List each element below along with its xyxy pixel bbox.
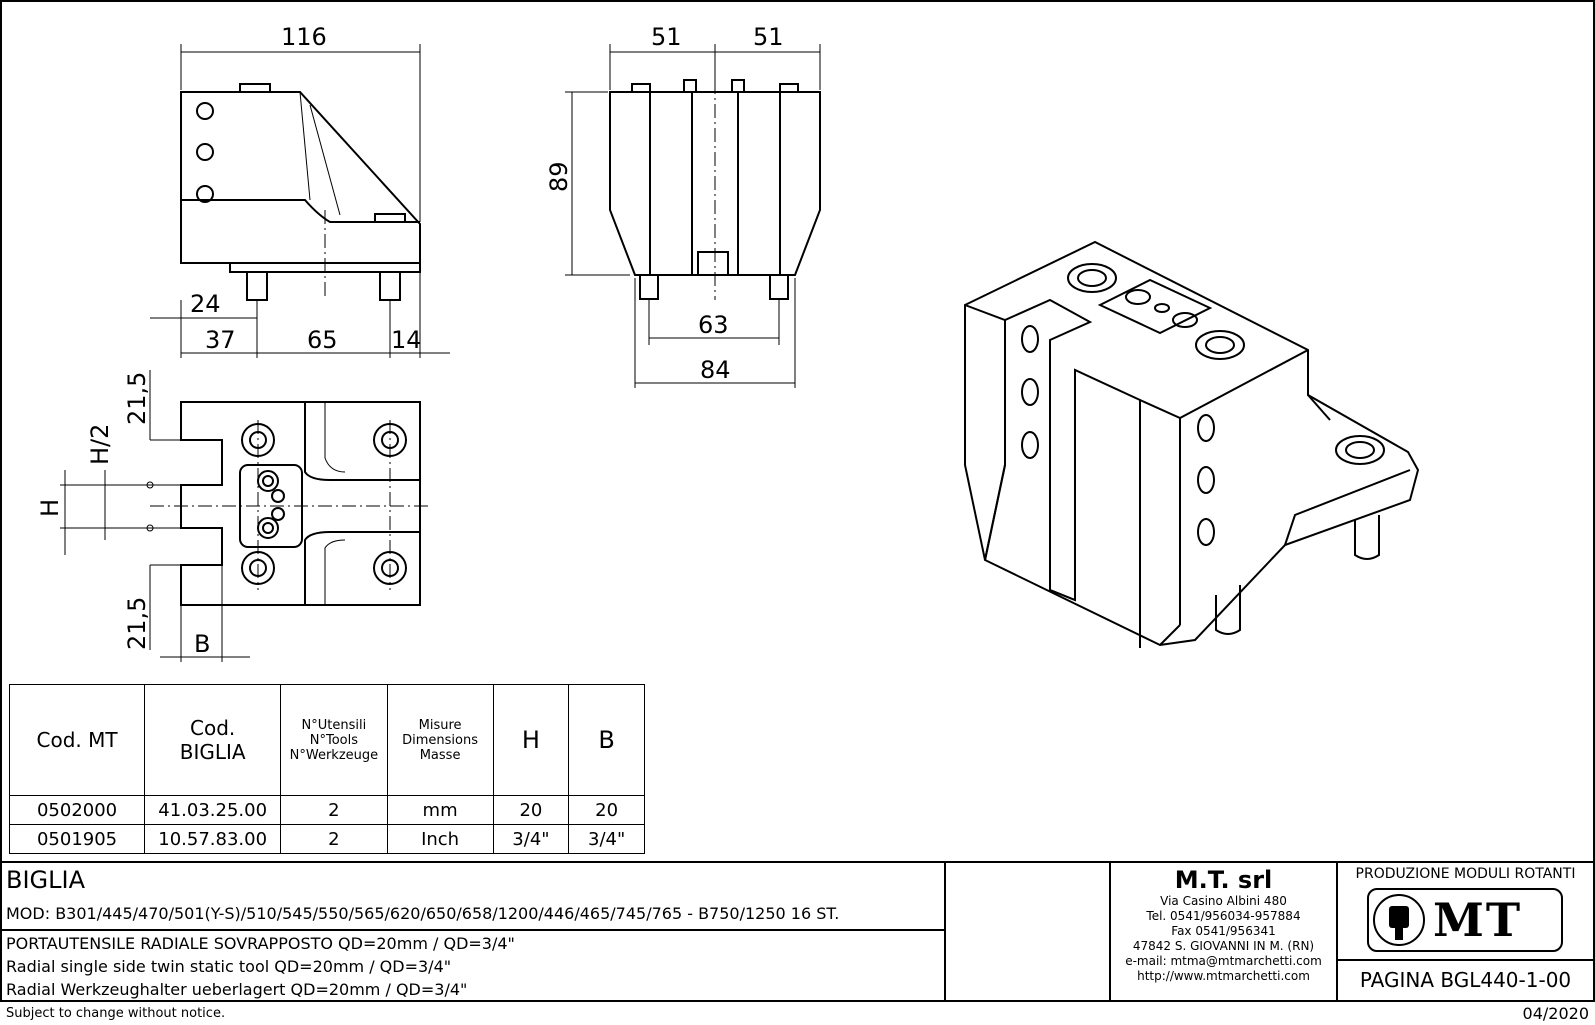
brand-name: BIGLIA: [6, 866, 86, 894]
cell-cod-biglia: 41.03.25.00: [144, 795, 282, 825]
dim-89: 89: [545, 161, 573, 192]
header-tools: N°Utensili N°Tools N°Werkzeuge: [280, 684, 388, 796]
model-list: MOD: B301/445/470/501(Y-S)/510/545/550/5…: [6, 904, 840, 923]
description-it: PORTAUTENSILE RADIALE SOVRAPPOSTO QD=20m…: [6, 934, 515, 953]
header-b: B: [568, 684, 645, 796]
table-header-row: Cod. MT Cod. BIGLIA N°Utensili N°Tools N…: [8, 684, 645, 796]
dim-h: H: [36, 499, 64, 517]
header-h: H: [492, 684, 570, 796]
front-view: 51 51 89 63 84: [545, 23, 821, 388]
footer-notice: Subject to change without notice.: [6, 1006, 226, 1021]
dim-21-5-top: 21,5: [123, 372, 151, 425]
cell-h: 20: [492, 795, 570, 825]
logo-text: MT: [1433, 893, 1523, 947]
isometric-view: [964, 240, 1420, 648]
dim-37: 37: [205, 326, 236, 354]
dim-84: 84: [700, 356, 731, 384]
company-email: e-mail: mtma@mtmarchetti.com: [1125, 954, 1322, 968]
drawing-frame: [0, 0, 1595, 1002]
company-address: Via Casino Albini 480: [1160, 894, 1287, 908]
dim-116: 116: [281, 23, 327, 51]
header-cod-mt: Cod. MT: [8, 684, 146, 796]
dim-51-right: 51: [753, 23, 784, 51]
dim-h-half: H/2: [86, 424, 114, 465]
spec-table: Cod. MT Cod. BIGLIA N°Utensili N°Tools N…: [8, 684, 645, 854]
top-view: 21,5 21,5 H/2 H B: [36, 370, 430, 662]
dim-65: 65: [307, 326, 338, 354]
company-phone: Tel. 0541/956034-957884: [1146, 909, 1301, 923]
dim-21-5-bottom: 21,5: [123, 597, 151, 650]
header-dimensions: Misure Dimensions Masse: [386, 684, 494, 796]
mt-logo: MT: [1367, 888, 1563, 952]
dim-b: B: [194, 630, 210, 658]
dim-24: 24: [190, 290, 221, 318]
company-city: 47842 S. GIOVANNI IN M. (RN): [1132, 939, 1315, 953]
page-code: PAGINA BGL440-1-00: [1359, 968, 1572, 992]
spindle-icon: [1373, 894, 1425, 946]
table-row: 0501905 10.57.83.00 2 Inch 3/4" 3/4": [8, 824, 645, 854]
footer-date: 04/2020: [1522, 1004, 1589, 1023]
side-view: 116 24 37 65 14: [150, 23, 450, 358]
cell-cod-biglia: 10.57.83.00: [144, 824, 282, 854]
cell-unit: mm: [386, 795, 494, 825]
cell-unit: Inch: [386, 824, 494, 854]
company-name: M.T. srl: [1174, 866, 1273, 894]
cell-b: 20: [568, 795, 645, 825]
dim-51-left: 51: [651, 23, 682, 51]
produzione-label: PRODUZIONE MODULI ROTANTI: [1355, 866, 1576, 882]
dim-63: 63: [698, 311, 729, 339]
dim-14: 14: [391, 326, 422, 354]
cell-b: 3/4": [568, 824, 645, 854]
cell-cod-mt: 0501905: [8, 824, 146, 854]
company-website: http://www.mtmarchetti.com: [1137, 969, 1310, 983]
table-row: 0502000 41.03.25.00 2 mm 20 20: [8, 795, 645, 825]
cell-h: 3/4": [492, 824, 570, 854]
cell-tools: 2: [280, 795, 388, 825]
company-fax: Fax 0541/956341: [1171, 924, 1276, 938]
cell-tools: 2: [280, 824, 388, 854]
description-en: Radial single side twin static tool QD=2…: [6, 957, 452, 976]
company-block: M.T. srl Via Casino Albini 480 Tel. 0541…: [1110, 866, 1337, 984]
cell-cod-mt: 0502000: [8, 795, 146, 825]
description-de: Radial Werkzeughalter ueberlagert QD=20m…: [6, 980, 468, 999]
header-cod-biglia: Cod. BIGLIA: [144, 684, 282, 796]
